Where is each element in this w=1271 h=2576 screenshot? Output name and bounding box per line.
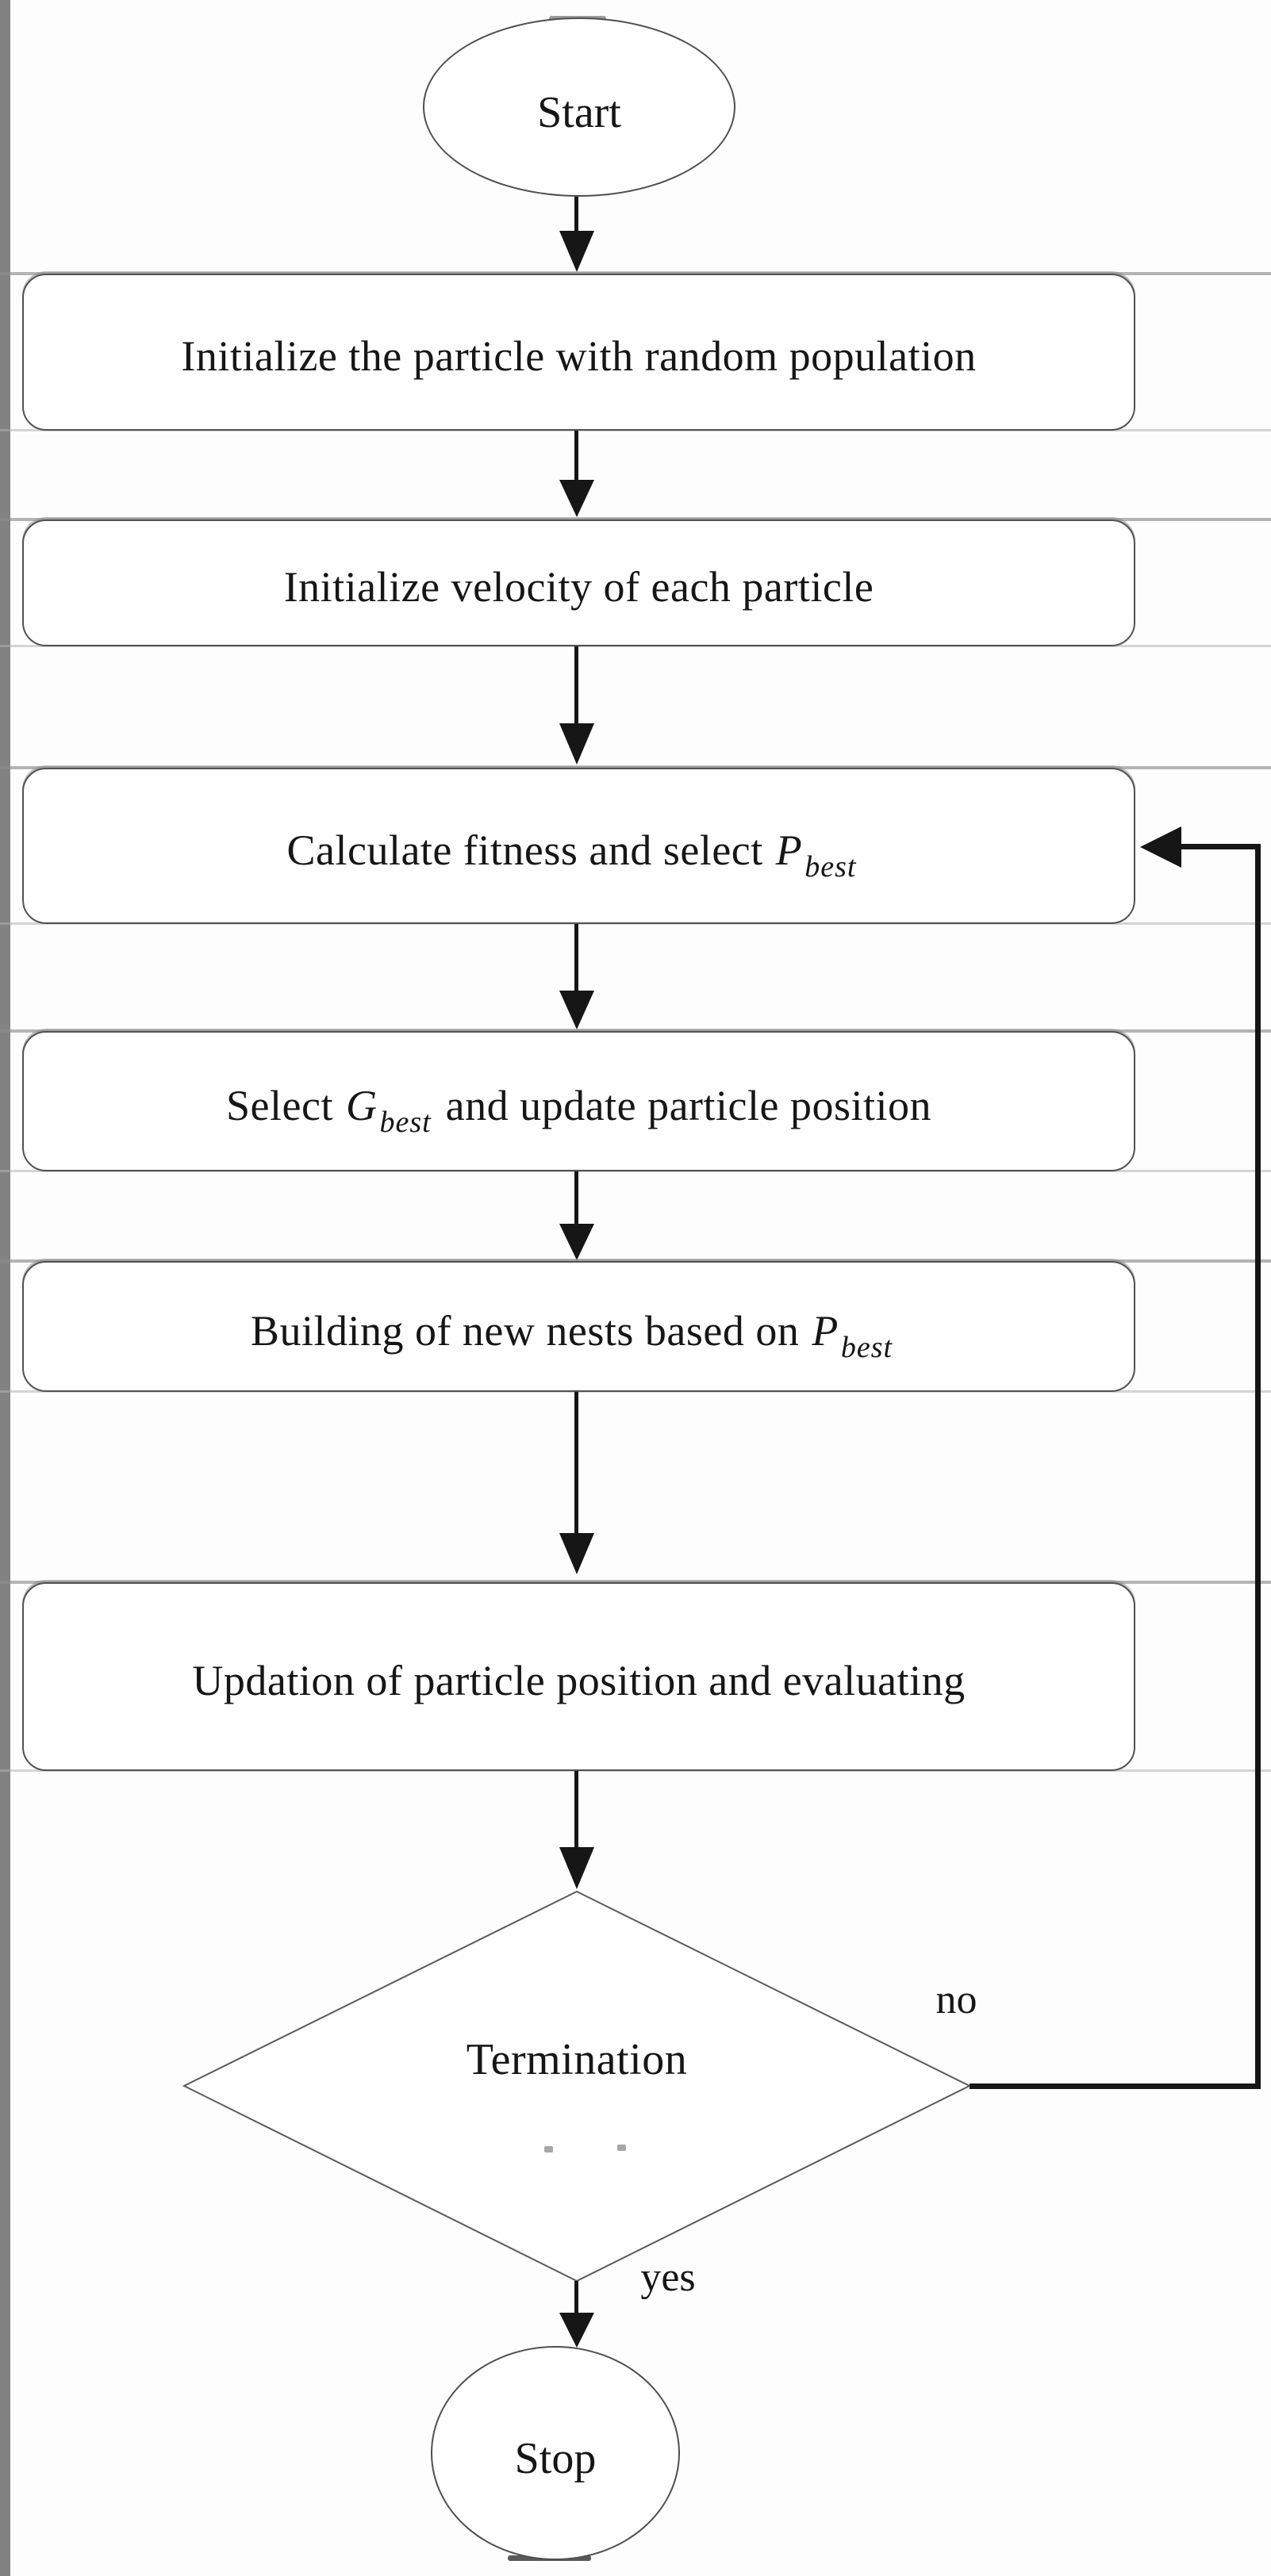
arrow-box3-to-box4-stem: [574, 924, 578, 992]
arrow-decision-to-stop-stem: [574, 2281, 578, 2314]
process-label: Initialize velocity of each particle: [283, 563, 874, 611]
math-variable-pbest: Pbest: [775, 826, 857, 884]
process-box-initialize-velocity: Initialize velocity of each particle: [22, 519, 1135, 646]
arrow-box1-to-box2-stem: [574, 431, 578, 481]
arrow-box6-to-decision-head: [559, 1847, 594, 1889]
math-variable-pbest: Pbest: [812, 1306, 893, 1364]
feedback-loop-arrowhead: [1140, 826, 1181, 868]
feedback-loop-top-segment: [1181, 844, 1261, 849]
start-label: Start: [537, 88, 621, 137]
arrow-box2-to-box3-head: [559, 723, 594, 765]
arrow-box1-to-box2-head: [559, 480, 594, 517]
process-box-updation-position: Updation of particle position and evalua…: [22, 1582, 1135, 1771]
arrow-start-to-box1-head: [559, 231, 594, 272]
arrow-box6-to-decision-stem: [574, 1771, 578, 1849]
arrow-box2-to-box3-stem: [574, 644, 578, 725]
feedback-loop-bottom-segment: [970, 2083, 1261, 2089]
start-terminal: Start: [423, 17, 735, 197]
scan-dot-artifact: [544, 2146, 553, 2152]
feedback-loop-vertical-segment: [1255, 844, 1261, 2089]
arrow-box4-to-box5-head: [559, 1224, 594, 1260]
process-label: Initialize the particle with random popu…: [181, 332, 977, 380]
process-label: Updation of particle position and evalua…: [192, 1657, 966, 1704]
stop-terminal: Stop: [431, 2346, 680, 2560]
arrow-decision-to-stop-head: [559, 2313, 594, 2348]
arrow-box4-to-box5-stem: [574, 1171, 578, 1225]
arrow-box5-to-box6-stem: [574, 1392, 578, 1535]
scan-dot-artifact: [617, 2145, 626, 2151]
termination-label: Termination: [466, 2035, 688, 2084]
math-variable-gbest: Gbest: [345, 1081, 432, 1139]
process-box-initialize-population: Initialize the particle with random popu…: [22, 274, 1135, 431]
yes-branch-label: yes: [640, 2255, 696, 2300]
arrow-box5-to-box6-head: [559, 1533, 594, 1574]
scan-edge-artifact: [0, 0, 10, 2576]
arrow-box3-to-box4-head: [559, 991, 594, 1029]
no-branch-label: no: [935, 1977, 977, 2022]
stop-label: Stop: [514, 2434, 597, 2483]
arrow-start-to-box1-stem: [574, 197, 578, 233]
